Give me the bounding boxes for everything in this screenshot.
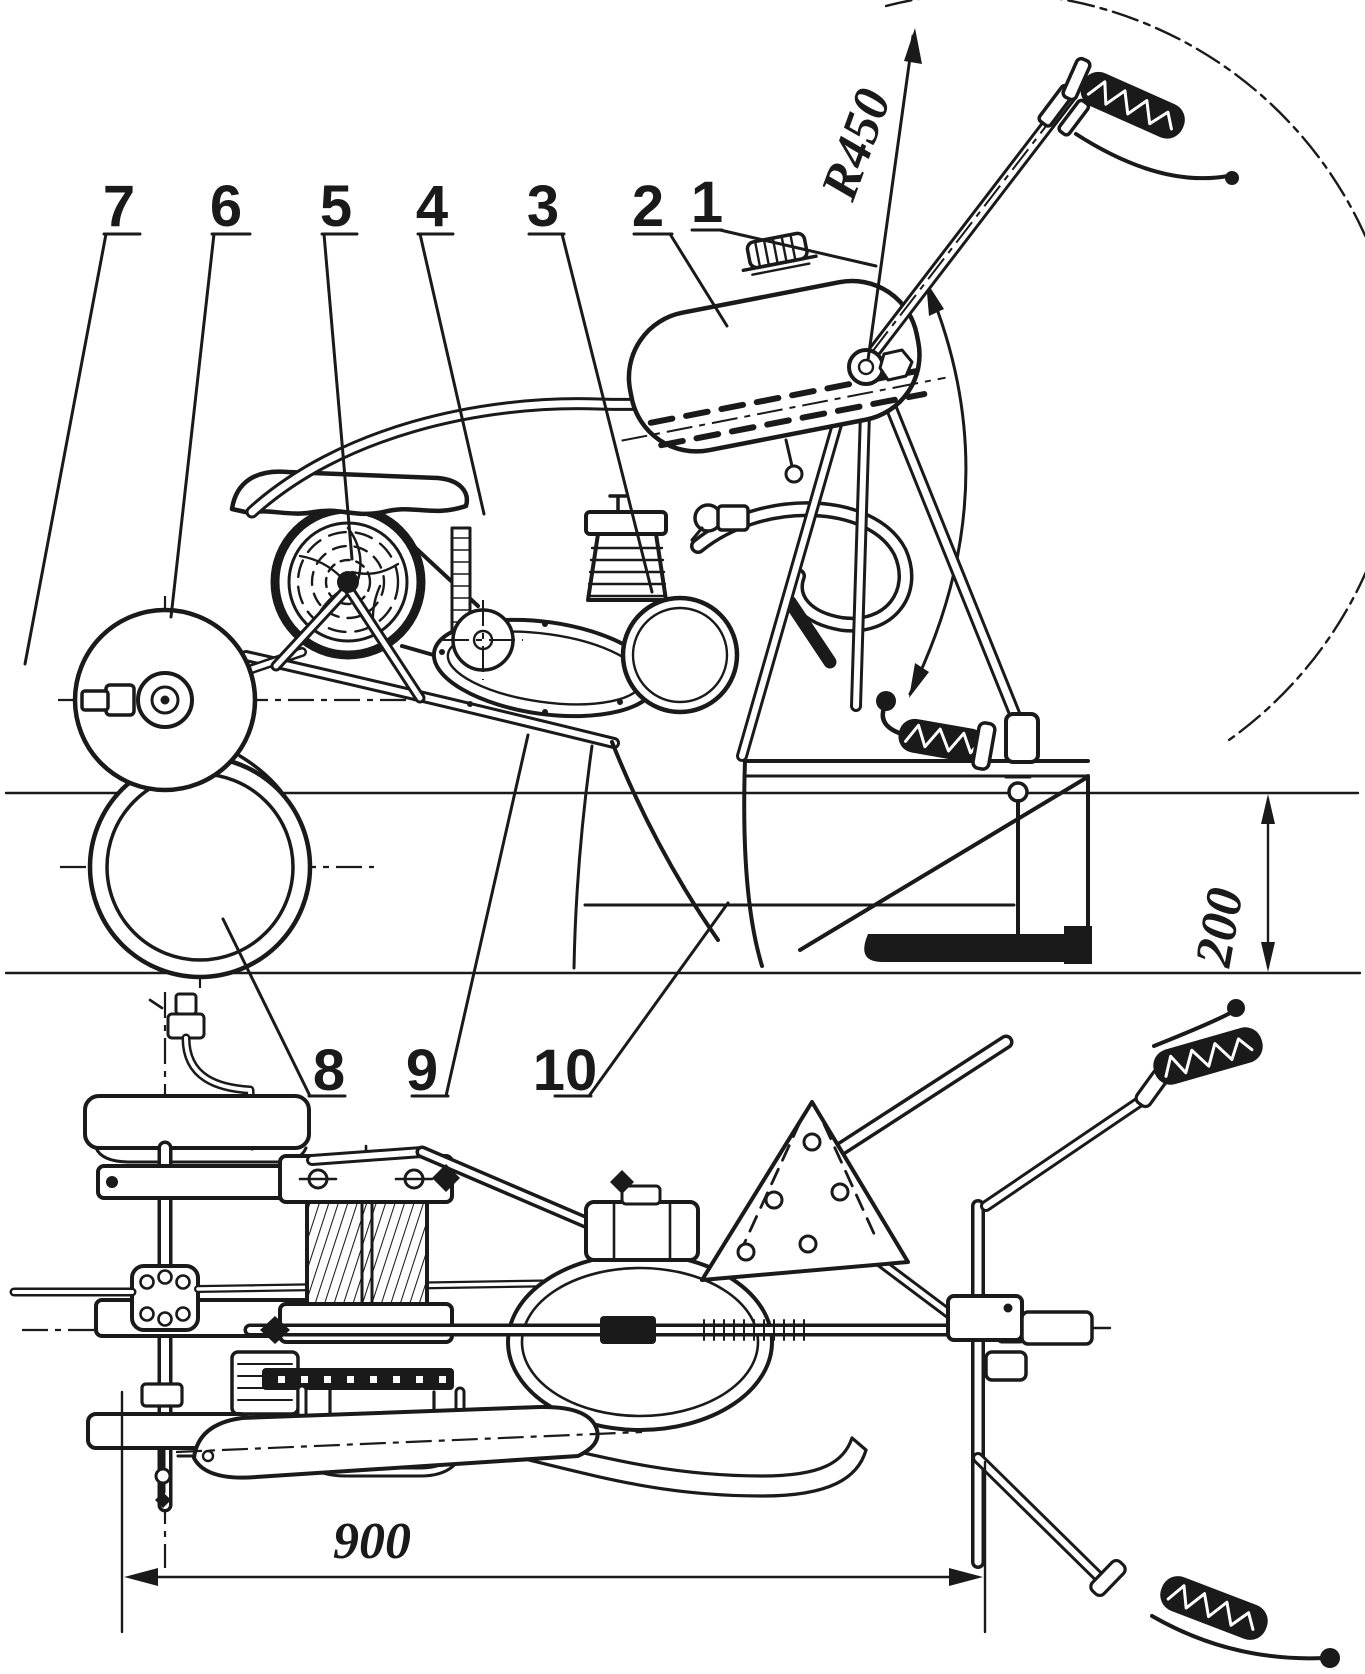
- callout-9: 9: [406, 733, 530, 1103]
- handlebar-grip: [1061, 56, 1239, 185]
- fuel-line: [184, 1036, 254, 1148]
- countershaft: [443, 600, 523, 680]
- side-view: R450 200: [4, 0, 1365, 988]
- callout-4: 4: [416, 174, 486, 516]
- gusset-plate: [700, 1100, 910, 1282]
- handlebar-top: [946, 999, 1340, 1668]
- engine-bed-rail: [243, 653, 617, 746]
- callout-1: 1: [690, 170, 878, 268]
- callout-8: 8: [221, 917, 347, 1103]
- driveshaft: [243, 1316, 1026, 1344]
- exhaust-pipe: [693, 504, 910, 630]
- rotation-arrow-arc: [908, 281, 968, 698]
- callout-6: 6: [169, 174, 252, 619]
- gusset-plate-assembly: [700, 1034, 1014, 1322]
- footpeg: [876, 691, 1040, 771]
- callout-3: 3: [527, 174, 654, 594]
- muffler: [783, 595, 837, 669]
- hub-flange: [130, 1264, 200, 1332]
- tank-top-view: [83, 1094, 311, 1150]
- sled-runner: [572, 740, 1092, 970]
- chain-band: [262, 1368, 454, 1390]
- callout-3-label: 3: [527, 174, 559, 239]
- callout-10: 10: [533, 901, 730, 1103]
- callout-2: 2: [632, 174, 729, 328]
- callout-7: 7: [23, 174, 142, 666]
- fuel-tank: [621, 231, 946, 454]
- steering-head: [847, 348, 914, 386]
- crankcase: [620, 595, 740, 715]
- brake-lever: [1074, 132, 1230, 181]
- callouts: 7 6 5 4 3 2 1 8: [23, 170, 878, 1103]
- length-dimension-label: 900: [333, 1513, 411, 1570]
- callout-6-label: 6: [210, 174, 242, 239]
- dimension-900: 900: [120, 1390, 987, 1634]
- fuel-petcock: [784, 438, 794, 468]
- callout-7-label: 7: [103, 174, 135, 239]
- handlebar-swing-arc: [884, 0, 1365, 742]
- callout-5-label: 5: [320, 174, 352, 239]
- callout-5: 5: [320, 174, 359, 561]
- callout-4-label: 4: [416, 174, 448, 239]
- steering-column: [853, 83, 1091, 377]
- callout-9-label: 9: [406, 1038, 438, 1103]
- top-view: 900: [9, 992, 1340, 1668]
- front-tire: [87, 754, 313, 980]
- radius-dimension-label: R450: [810, 82, 902, 208]
- frame: [245, 361, 1033, 762]
- front-drive-wheel: [72, 607, 258, 793]
- dimension-200: 200: [1185, 794, 1275, 972]
- callout-10-label: 10: [533, 1038, 598, 1103]
- engine: [584, 494, 914, 715]
- callout-2-label: 2: [632, 174, 664, 239]
- height-dimension-label: 200: [1185, 884, 1255, 972]
- callout-8-label: 8: [313, 1038, 345, 1103]
- ski-top: [175, 1404, 643, 1480]
- callout-1-label: 1: [691, 170, 723, 235]
